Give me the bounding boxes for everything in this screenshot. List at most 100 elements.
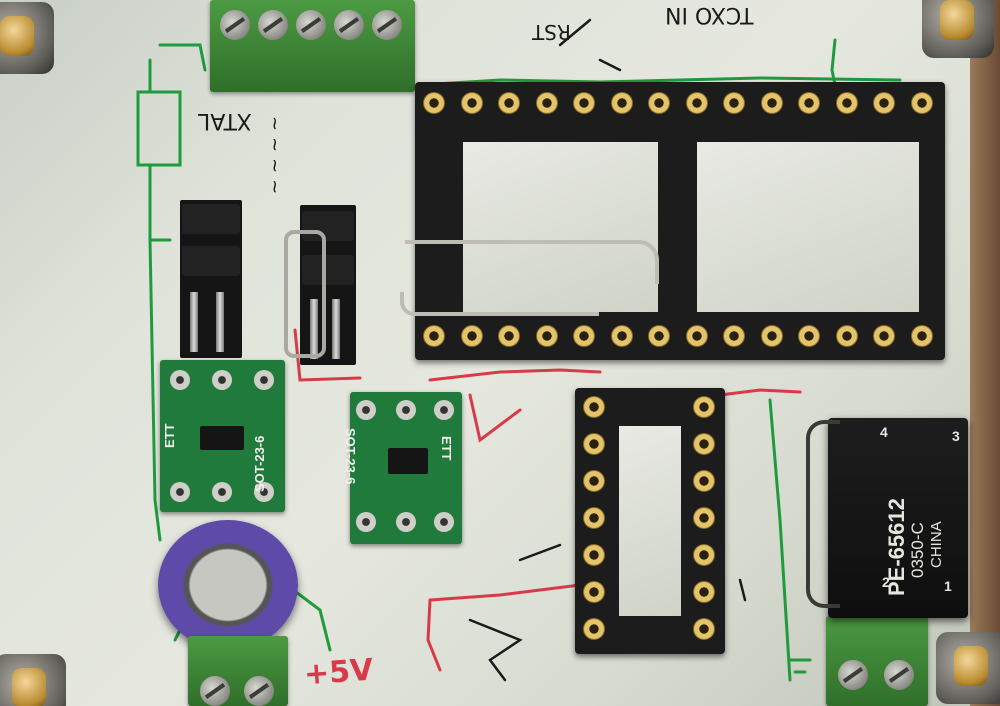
breakout-pad (434, 512, 454, 532)
socket-pin (583, 544, 605, 566)
sot23-chip (388, 448, 428, 474)
breakout-pad (170, 370, 190, 390)
mounting-nut-bottom-left (0, 654, 66, 706)
header-pin (332, 299, 340, 359)
socket-pin (873, 92, 895, 114)
socket-pin (583, 396, 605, 418)
socket-window (463, 142, 658, 312)
socket-pin (583, 581, 605, 603)
socket-pin (835, 325, 858, 347)
mounting-nut-bottom-right (936, 632, 1000, 704)
jumper-wire (405, 240, 659, 284)
screw-terminal (884, 660, 914, 690)
terminal-block-bottom-left (188, 636, 288, 706)
transformer-pin-1: 1 (944, 578, 952, 594)
socket-pin (648, 325, 670, 347)
xtal-label: XTAL (198, 108, 252, 133)
socket-pin (583, 507, 605, 529)
plus-5v-label: +5V (302, 652, 375, 693)
wavy-marks: ~~~~ (264, 116, 285, 201)
header-pin (310, 299, 318, 359)
transformer-pin-4: 4 (880, 424, 888, 440)
screw-terminal (838, 660, 868, 690)
transformer-pin-2: 2 (882, 574, 890, 590)
socket-pin (498, 92, 520, 114)
screw-terminal (244, 676, 274, 706)
breakout-pad (434, 400, 454, 420)
socket-pin (693, 618, 715, 640)
jumper-wire (400, 292, 599, 316)
socket-pin (760, 92, 783, 114)
jumper-shunt (182, 204, 240, 234)
breakout-pad (356, 400, 376, 420)
socket-pin (610, 325, 633, 347)
wire-loop (284, 230, 326, 358)
socket-pin (648, 92, 670, 114)
socket-pin (423, 325, 445, 347)
screw-terminal (258, 10, 288, 40)
screw-terminal (296, 10, 326, 40)
socket-pin (573, 92, 595, 114)
breakout-package: SOT-23-6 (343, 428, 358, 485)
socket-pin (723, 92, 745, 114)
mounting-nut-top-left (0, 2, 54, 74)
board-edge (970, 0, 1000, 706)
socket-window (697, 142, 919, 312)
socket-pin (423, 92, 445, 114)
breakout-pad (170, 482, 190, 502)
socket-pin (693, 396, 715, 418)
breakout-pad (212, 370, 232, 390)
socket-pin (535, 325, 558, 347)
dip-28-socket (415, 82, 945, 360)
breakout-pad (254, 482, 274, 502)
electrolytic-capacitor (158, 520, 298, 650)
transformer-pin-3: 3 (952, 428, 960, 444)
breakout-pad (212, 482, 232, 502)
socket-pin (583, 470, 605, 492)
socket-pin (583, 433, 605, 455)
sot23-chip (200, 426, 244, 450)
breakout-pad (396, 512, 416, 532)
pin-header-left (180, 200, 242, 358)
header-pin (216, 292, 224, 352)
socket-pin (798, 325, 820, 347)
socket-pin (610, 92, 633, 114)
header-pin (190, 292, 198, 352)
screw-terminal (334, 10, 364, 40)
screw-terminal (200, 676, 230, 706)
breakout-pad (396, 400, 416, 420)
socket-pin (693, 544, 715, 566)
breakout-package: SOT-23-6 (252, 435, 267, 492)
mounting-nut-top-right (922, 0, 994, 58)
terminal-block-top (210, 0, 415, 92)
socket-pin (460, 325, 483, 347)
screw-terminal (372, 10, 402, 40)
transformer-lead-wire (806, 420, 840, 608)
breakout-pad (356, 512, 376, 532)
socket-pin (760, 325, 783, 347)
breakout-maker: ETT (439, 436, 454, 461)
socket-pin (498, 325, 520, 347)
screw-terminal (220, 10, 250, 40)
socket-pin (835, 92, 858, 114)
socket-pin (460, 92, 483, 114)
tcxo-in-label: TCXO IN (665, 2, 754, 27)
terminal-block-bottom-right (826, 616, 928, 706)
rst-label: RST (532, 20, 571, 44)
jumper-shunt (182, 246, 240, 276)
jumper-shunt (302, 211, 354, 241)
socket-window (619, 426, 681, 616)
socket-pin (910, 325, 933, 347)
socket-pin (798, 92, 820, 114)
dip-14-socket (575, 388, 725, 654)
socket-pin (583, 618, 605, 640)
socket-pin (723, 325, 745, 347)
socket-pin (573, 325, 595, 347)
socket-pin (535, 92, 558, 114)
pulse-transformer: PE-65612 0350-C CHINA 4 3 2 1 (828, 418, 968, 618)
socket-pin (693, 581, 715, 603)
transformer-origin: CHINA (928, 521, 945, 568)
socket-pin (685, 325, 708, 347)
